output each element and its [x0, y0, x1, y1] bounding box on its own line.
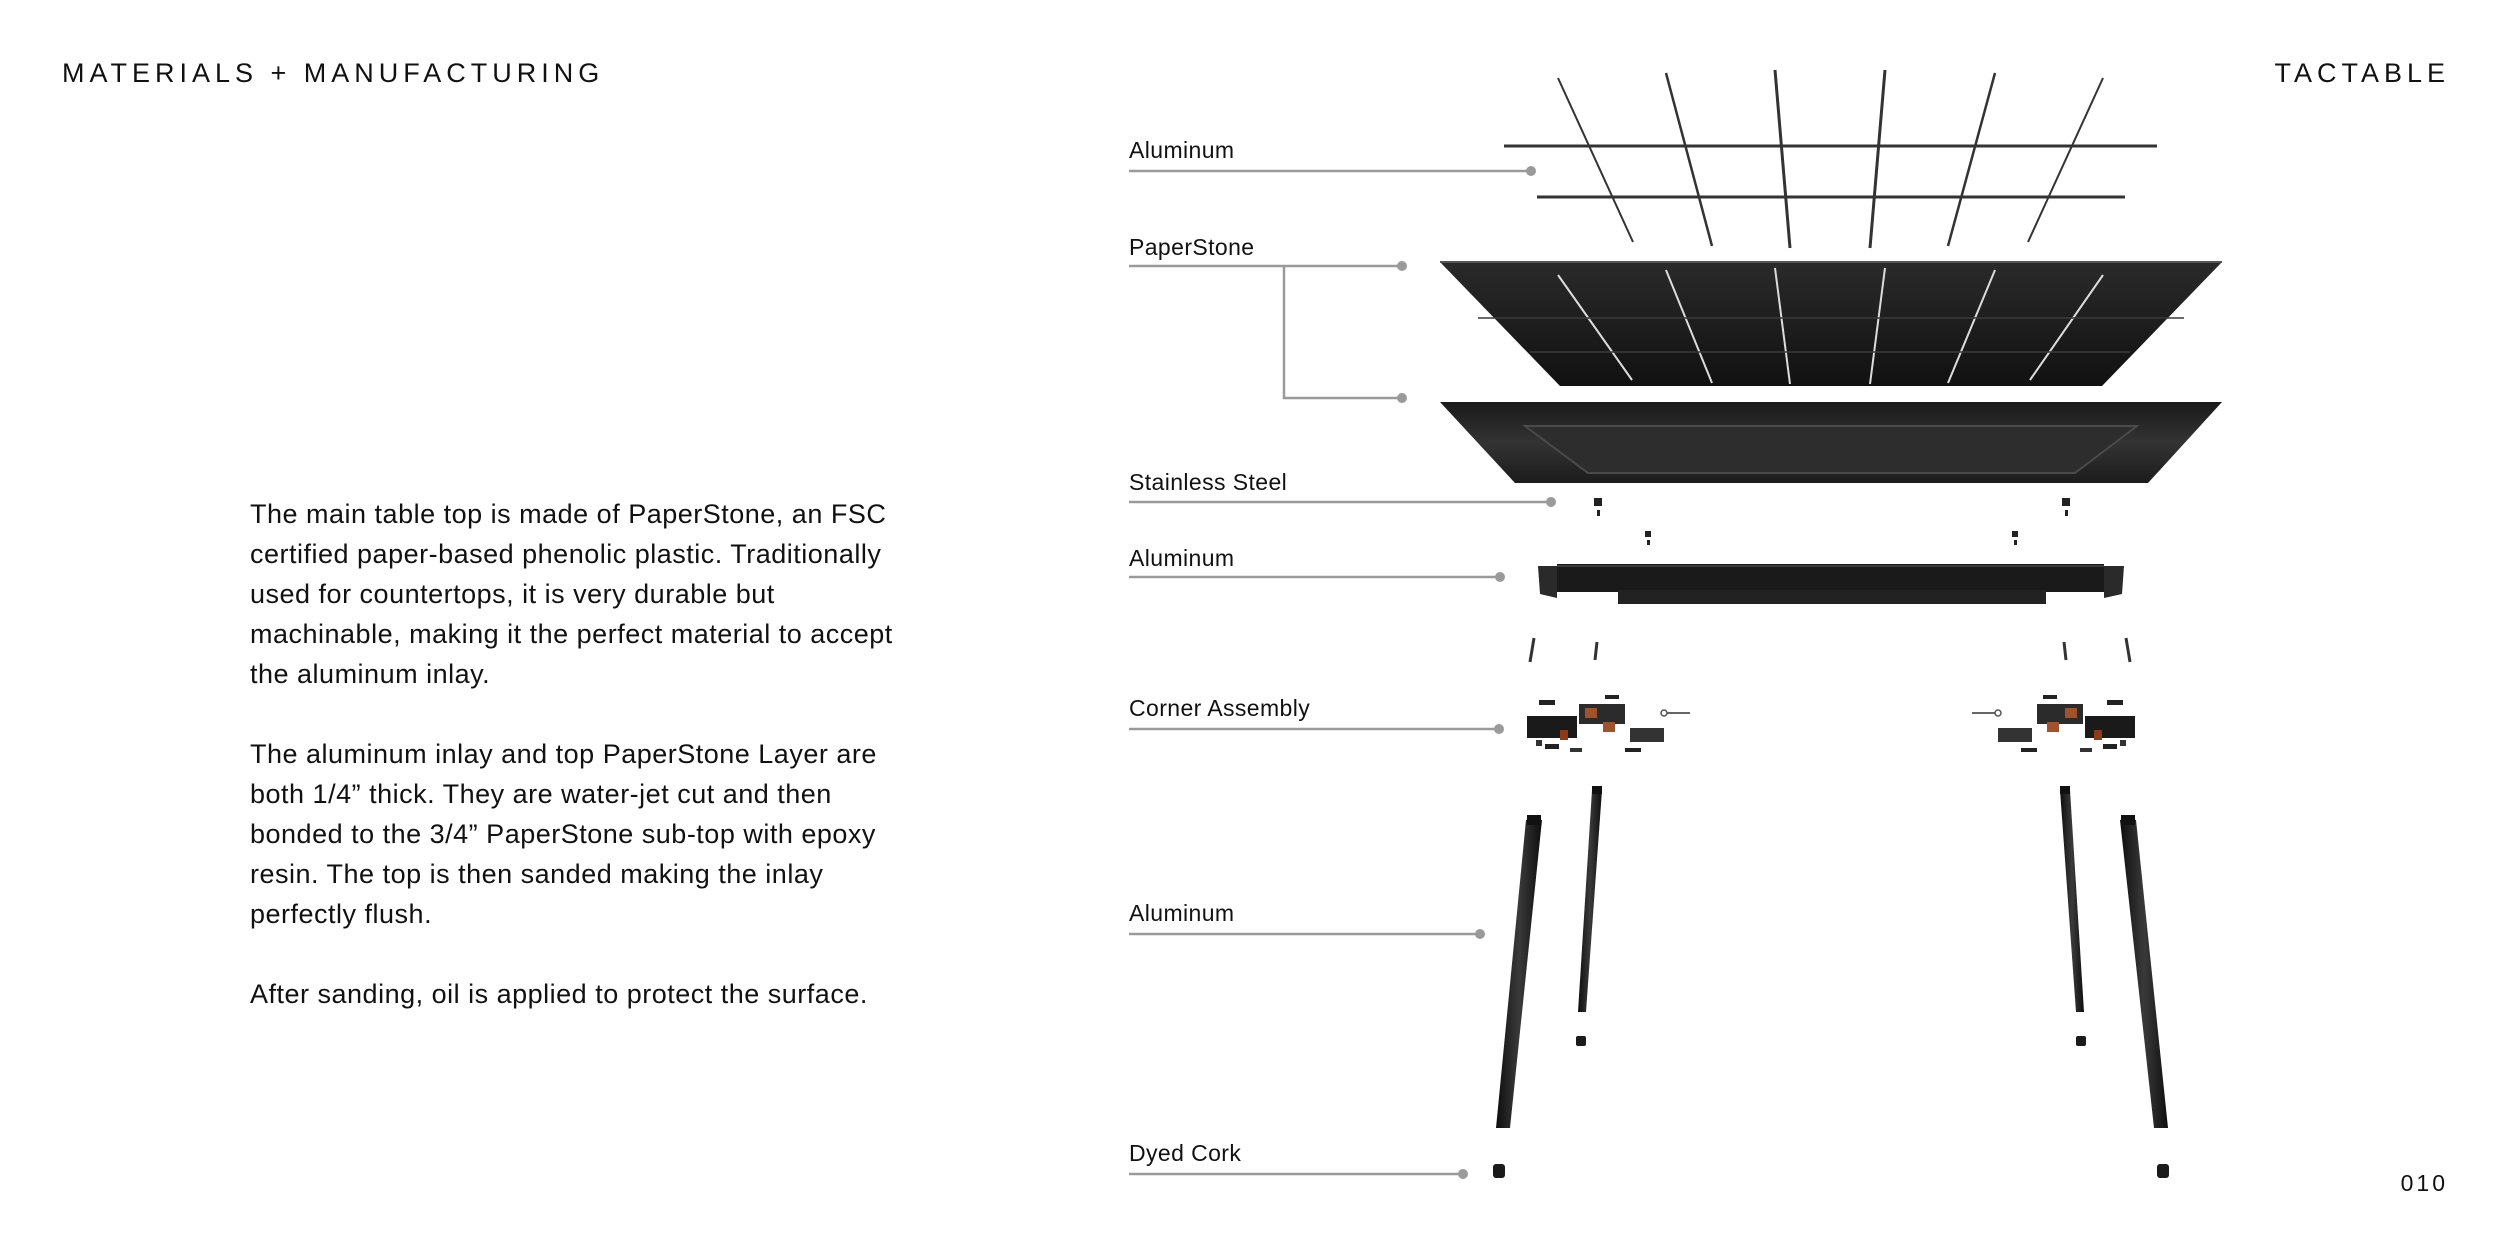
corner-assembly-right: [1972, 695, 2135, 752]
stainless-steel-fasteners: [1594, 498, 2070, 545]
callout-label-aluminum-legs: Aluminum: [1129, 900, 1234, 926]
paragraph-finish: After sanding, oil is applied to protect…: [250, 979, 868, 1009]
section-title: MATERIALS + MANUFACTURING: [62, 58, 605, 88]
callout-label-aluminum-frame: Aluminum: [1129, 545, 1234, 571]
leader-lines: [1129, 166, 1556, 1179]
callout-label-stainless-steel: Stainless Steel: [1129, 469, 1287, 495]
dyed-cork-feet: [1493, 1036, 2169, 1178]
paragraph-paperstone: The main table top is made of PaperStone…: [250, 499, 893, 689]
callout-label-paperstone: PaperStone: [1129, 234, 1254, 260]
corner-assembly-left: [1527, 695, 1690, 752]
callout-label-aluminum-inlay: Aluminum: [1129, 137, 1234, 163]
aluminum-inlay-part: [1504, 69, 2157, 249]
aluminum-legs-part: [1496, 786, 2168, 1128]
callout-label-corner-assembly: Corner Assembly: [1129, 695, 1310, 721]
paragraph-inlay: The aluminum inlay and top PaperStone La…: [250, 739, 877, 929]
brand-name: TACTABLE: [2274, 58, 2450, 88]
paperstone-top-part: [1440, 261, 2222, 386]
description-text: The main table top is made of PaperStone…: [250, 494, 910, 1054]
callout-label-dyed-cork: Dyed Cork: [1129, 1140, 1241, 1166]
aluminum-frame-part: [1538, 564, 2124, 604]
frame-screws: [1528, 637, 2132, 663]
paperstone-subtop-part: [1440, 402, 2222, 483]
page-number: 010: [2400, 1170, 2448, 1196]
